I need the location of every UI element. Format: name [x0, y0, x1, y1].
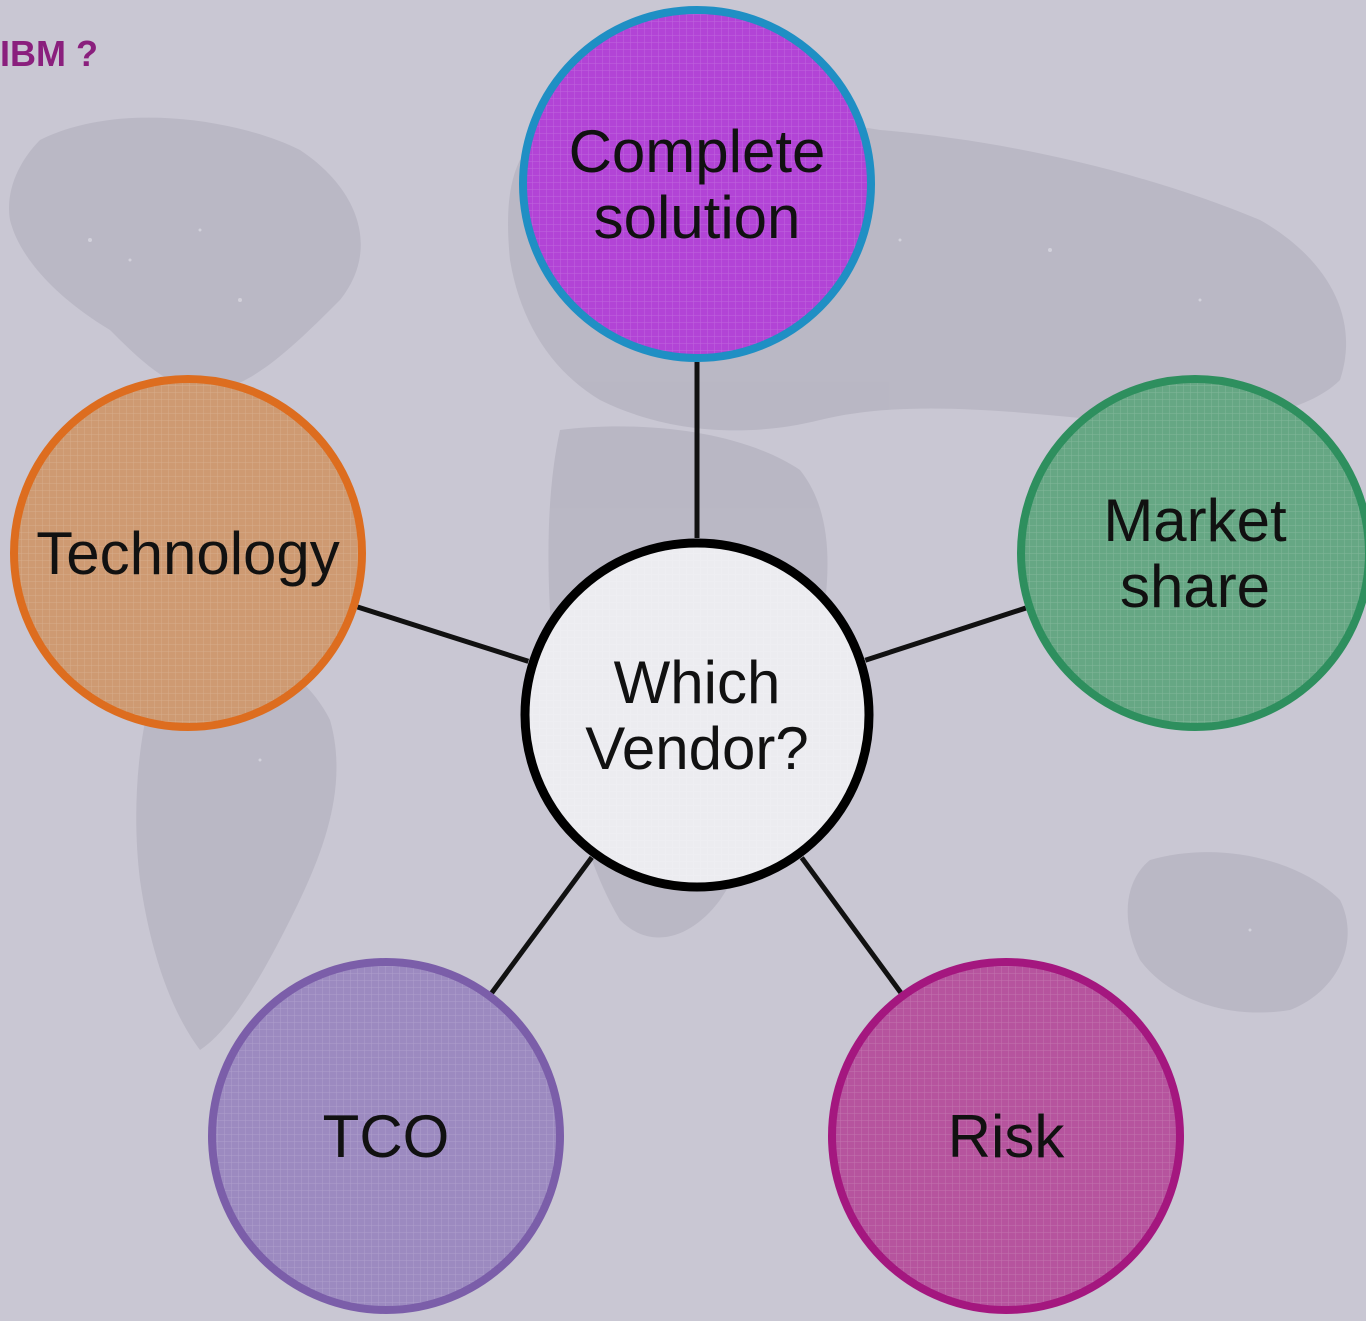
risk-label-line: Risk [948, 1103, 1066, 1170]
technology-label-line: Technology [36, 520, 340, 587]
complete-solution-label-line: solution [594, 184, 801, 251]
which-vendor-circle-border [520, 538, 874, 892]
technology-circle-border [10, 375, 366, 731]
connector-market-share [864, 605, 1027, 663]
market-share-label-line: share [1120, 553, 1270, 620]
connector-risk [799, 856, 903, 994]
complete-solution-label-line: Complete [569, 118, 826, 185]
tco-label-line: TCO [323, 1103, 450, 1170]
connector-technology [356, 604, 530, 664]
which-vendor-label-line: Vendor? [585, 715, 809, 782]
risk-circle-border [828, 958, 1184, 1314]
which-vendor-label-line: Which [614, 649, 781, 716]
node-technology: Technology [10, 375, 366, 731]
connector-tco [489, 855, 594, 995]
market-share-label-line: Market [1103, 487, 1287, 554]
node-tco: TCO [208, 958, 564, 1314]
market-share-circle-border [1017, 375, 1366, 731]
node-risk: Risk [828, 958, 1184, 1314]
tco-circle-border [208, 958, 564, 1314]
complete-solution-circle-border [519, 6, 875, 362]
page-title: IBM ? [0, 33, 98, 74]
